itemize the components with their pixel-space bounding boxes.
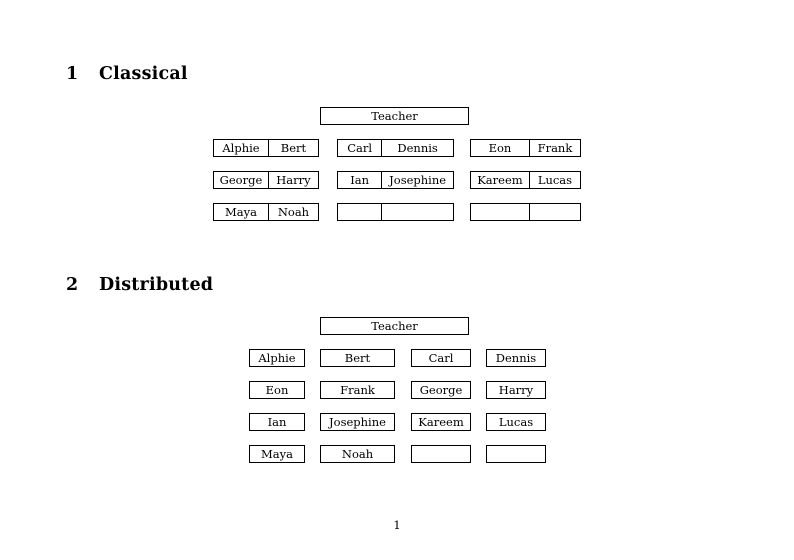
name-pair-group: Maya Noah — [213, 203, 319, 221]
name-cell: Ian — [350, 173, 370, 187]
name-cell: Josephine — [381, 172, 453, 188]
name-pair-group: Carl Dennis — [337, 139, 454, 157]
name-cell: Carl — [347, 141, 373, 155]
name-cell: Carl — [411, 349, 471, 367]
teacher-box-distributed: Teacher — [320, 317, 469, 335]
name-cell-empty — [411, 445, 471, 463]
section-number: 2 — [66, 275, 79, 295]
name-cell-empty — [338, 204, 381, 220]
name-cell: Lucas — [486, 413, 546, 431]
name-cell: Lucas — [528, 172, 580, 188]
name-cell: George — [411, 381, 471, 399]
section-heading-distributed: 2 Distributed — [66, 275, 213, 295]
name-cell: Harry — [486, 381, 546, 399]
name-cell: Bert — [320, 349, 395, 367]
name-cell: Eon — [488, 141, 512, 155]
name-pair-group: Kareem Lucas — [470, 171, 581, 189]
section-heading-classical: 1 Classical — [66, 64, 188, 84]
name-cell: Ian — [249, 413, 305, 431]
name-cell: Kareem — [477, 173, 523, 187]
name-cell-empty — [381, 204, 453, 220]
name-cell: George — [219, 173, 263, 187]
name-cell: Bert — [267, 140, 318, 156]
name-cell: Josephine — [320, 413, 395, 431]
teacher-box-classical: Teacher — [320, 107, 469, 125]
name-cell: Harry — [267, 172, 318, 188]
name-cell: Kareem — [411, 413, 471, 431]
section-title: Distributed — [99, 275, 214, 295]
name-pair-group: Eon Frank — [470, 139, 581, 157]
name-pair-group-empty — [470, 203, 581, 221]
name-pair-group: Alphie Bert — [213, 139, 319, 157]
name-cell-empty — [528, 204, 580, 220]
name-cell: Maya — [224, 205, 257, 219]
section-number: 1 — [66, 64, 79, 84]
name-pair-group-empty — [337, 203, 454, 221]
name-cell-empty — [486, 445, 546, 463]
name-cell: Frank — [528, 140, 580, 156]
name-cell: Alphie — [222, 141, 260, 155]
name-cell: Dennis — [381, 140, 453, 156]
name-cell-empty — [471, 204, 529, 220]
name-pair-group: George Harry — [213, 171, 319, 189]
name-cell: Alphie — [249, 349, 305, 367]
name-cell: Dennis — [486, 349, 546, 367]
name-cell: Eon — [249, 381, 305, 399]
name-cell: Maya — [249, 445, 305, 463]
page-number: 1 — [393, 518, 401, 532]
name-cell: Frank — [320, 381, 395, 399]
name-pair-group: Ian Josephine — [337, 171, 454, 189]
name-cell: Noah — [320, 445, 395, 463]
name-cell: Noah — [267, 204, 318, 220]
section-title: Classical — [99, 64, 188, 84]
